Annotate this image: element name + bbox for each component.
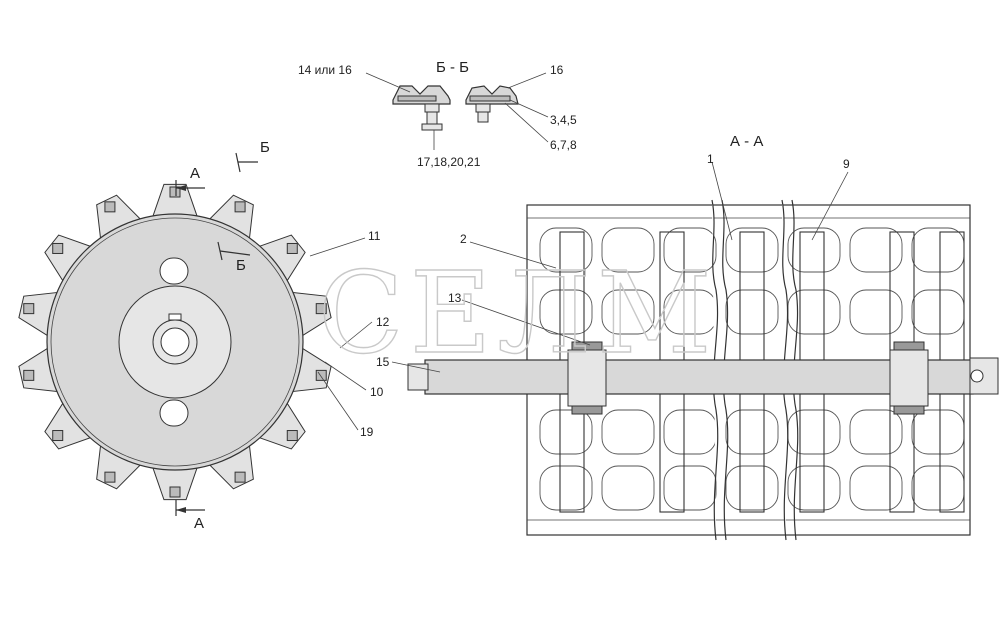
tooth-bolt	[286, 242, 298, 254]
callout-6-7-8: 6,7,8	[550, 138, 577, 152]
watermark-text: СЕЛМ	[318, 249, 718, 379]
tooth-bolt	[234, 201, 246, 213]
tooth-bolt	[104, 201, 116, 213]
cell	[539, 227, 593, 273]
cell	[911, 289, 965, 335]
tooth-bolt	[315, 369, 327, 381]
callout-9: 9	[843, 157, 850, 171]
cell	[725, 289, 779, 335]
cell	[601, 409, 655, 455]
cut-plane-markers: А А Б Б	[175, 139, 270, 532]
cut-b-top-label: Б	[260, 139, 270, 156]
cell	[725, 465, 779, 511]
shaft-end-left	[407, 363, 429, 391]
callout-labels: 14 или 16 16 3,4,5 6,7,8 17,18,20,21 1 9…	[298, 63, 850, 439]
cell	[849, 465, 903, 511]
cell	[787, 465, 841, 511]
tooth-bolt	[234, 471, 246, 483]
cut-b-mid-label: Б	[236, 257, 246, 274]
section-bb-detail: Б - Б	[365, 59, 549, 150]
tooth-bolt	[104, 471, 116, 483]
cell	[725, 409, 779, 455]
bushing-left	[567, 349, 607, 407]
shaft-pin-hole	[970, 369, 984, 383]
wheel-front-view	[18, 183, 332, 501]
callout-15: 15	[376, 355, 390, 369]
keyway	[168, 313, 182, 321]
tooth-bolt	[23, 369, 35, 381]
cell	[539, 409, 593, 455]
tooth-bolt	[23, 303, 35, 315]
cell	[849, 409, 903, 455]
callout-3-4-5: 3,4,5	[550, 113, 577, 127]
cell	[787, 289, 841, 335]
callout-13: 13	[448, 291, 462, 305]
tooth-bolt	[286, 430, 298, 442]
tooth-bolt	[52, 430, 64, 442]
slot-bottom	[159, 399, 189, 427]
callout-14-or-16: 14 или 16	[298, 63, 352, 77]
tooth-bolt	[169, 486, 181, 498]
callout-19: 19	[360, 425, 374, 439]
cell-grid	[539, 227, 965, 511]
cut-a-top-label: А	[190, 165, 200, 182]
cell	[601, 465, 655, 511]
cell	[663, 409, 717, 455]
cell	[539, 289, 593, 335]
cell	[849, 289, 903, 335]
cell	[849, 227, 903, 273]
cell	[787, 409, 841, 455]
callout-11: 11	[368, 229, 381, 243]
tooth-bolt	[315, 303, 327, 315]
tooth-bolt	[169, 186, 181, 198]
section-aa-view: А - А	[391, 133, 999, 541]
cell	[787, 227, 841, 273]
cell	[911, 409, 965, 455]
cell	[911, 465, 965, 511]
cell	[663, 227, 717, 273]
cell	[911, 227, 965, 273]
callout-10: 10	[370, 385, 384, 399]
callout-2: 2	[460, 232, 467, 246]
cell	[601, 227, 655, 273]
cell	[663, 465, 717, 511]
callout-17-21: 17,18,20,21	[417, 155, 481, 169]
section-bb-title: Б - Б	[436, 59, 469, 76]
cell	[539, 465, 593, 511]
callout-1: 1	[707, 152, 714, 166]
shaft-hole	[160, 327, 190, 357]
front-leaders	[309, 237, 373, 431]
callout-16: 16	[550, 63, 564, 77]
cell	[725, 227, 779, 273]
bushing-right	[889, 349, 929, 407]
cell	[601, 289, 655, 335]
callout-12: 12	[376, 315, 390, 329]
slot-top	[159, 257, 189, 285]
wheel-rim-inner	[50, 217, 300, 467]
section-aa-title: А - А	[730, 133, 763, 150]
cut-a-bottom-label: А	[194, 515, 204, 532]
tooth-bolt	[52, 242, 64, 254]
